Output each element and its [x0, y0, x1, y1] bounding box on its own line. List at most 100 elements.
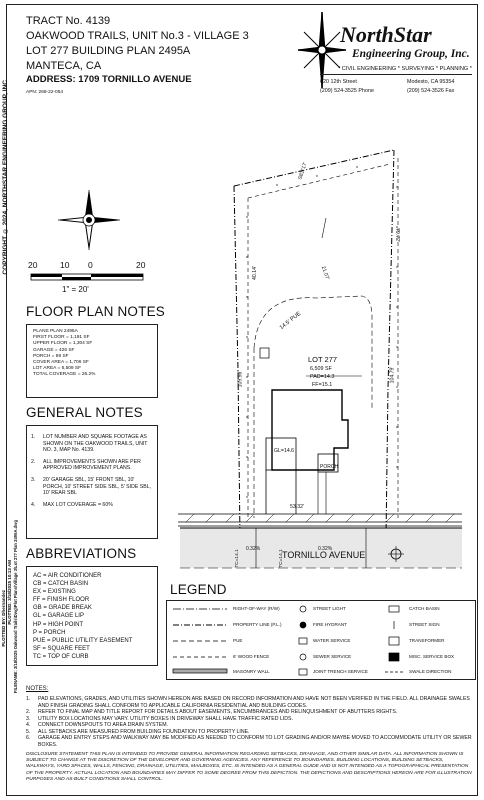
abbreviation-item: SF = SQUARE FEET: [33, 645, 90, 652]
lot-plan-title: LOT 277 BUILDING PLAN 2495A: [26, 45, 191, 57]
plotted-by-text: PLOTTED BY: Dhernandez: [1, 590, 6, 647]
abbreviation-item: GB = GRADE BREAK: [33, 605, 92, 612]
legend-item-street-sign: STREET SIGN: [409, 622, 440, 627]
note-item: 4.CONNECT DOWNSPOUTS TO AREA DRAIN SYSTE…: [26, 722, 168, 728]
svg-text:x: x: [396, 384, 398, 389]
city-name: MANTECA, CA: [26, 60, 102, 72]
company-services: * CIVIL ENGINEERING * SURVEYING * PLANNI…: [338, 66, 472, 72]
svg-text:x: x: [356, 164, 358, 169]
svg-text:x: x: [246, 214, 248, 219]
apn: APN: 268-22-054: [26, 90, 64, 95]
abbreviation-item: EX = EXISTING: [33, 589, 76, 596]
svg-text:x: x: [396, 304, 398, 309]
floor-plan-notes-list: PLANS PLAN 2495A FIRST FLOOR = 1,191 SF …: [33, 329, 95, 379]
legend-item-swale-direction: SWALE DIRECTION: [409, 669, 452, 674]
svg-text:x: x: [246, 374, 248, 379]
notes-heading: NOTES:: [26, 686, 49, 692]
legend-item-fire-hydrant: FIRE HYDRANT: [313, 622, 347, 627]
general-notes-list: 1.LOT NUMBER AND SQUARE FOOTAGE AS SHOWN…: [31, 434, 155, 508]
legend-item-catch-basin: CATCH BASIN: [409, 606, 440, 611]
svg-text:x: x: [246, 494, 248, 499]
general-notes-heading: GENERAL NOTES: [26, 405, 143, 420]
legend-item-misc-service-box: MISC. SERVICE BOX: [409, 654, 455, 659]
floor-plan-note-line: TOTAL COVERAGE = 26.2%: [33, 372, 96, 378]
subdivision-name: OAKWOOD TRAILS, UNIT No.3 - VILLAGE 3: [26, 30, 249, 42]
company-phone: (209) 524-3525 Phone: [320, 88, 374, 94]
abbreviation-item: P = PORCH: [33, 629, 66, 636]
legend-item-transformer: TRANSFORMER: [409, 638, 445, 643]
legend-item-pue: PUE: [233, 638, 243, 643]
note-item: 1.PAD ELEVATIONS, GRADES, AND UTILITIES …: [26, 696, 470, 709]
copyright-text: COPYRIGHT © 2024, NORTHSTAR ENGINEERING …: [2, 80, 9, 275]
scale-label-20-left: 20: [28, 260, 38, 270]
north-arrow-icon: [58, 190, 120, 250]
note-item: 3.UTILITY BOX LOCATIONS MAY VARY. UTILIT…: [26, 715, 293, 722]
garage-outline: [265, 437, 297, 471]
scale-label-0: 0: [88, 260, 93, 270]
legend-box: RIGHT-OF-WAY (R/W) PROPERTY LINE (P.L.) …: [166, 600, 476, 680]
svg-text:x: x: [316, 173, 318, 178]
svg-text:x: x: [396, 264, 398, 269]
plot-date-text: PLOTTED: 3/18/2025 10:13 AM: [7, 560, 12, 625]
floor-plan-notes-box: PLANS PLAN 2495A FIRST FLOOR = 1,191 SF …: [26, 324, 158, 398]
svg-text:x: x: [246, 294, 248, 299]
sheet-border: [6, 4, 478, 796]
scale-ratio: 1" = 20': [62, 285, 89, 294]
legend-item-masonry-wall: MASONRY WALL: [233, 669, 270, 674]
general-note-item: 4.MAX LOT COVERAGE = 60%: [31, 501, 113, 508]
abbreviations-heading: ABBREVIATIONS: [26, 546, 137, 561]
dim-right-upper: 79.72': [393, 228, 400, 242]
note-item: 5.ALL SETBACKS ARE MEASURED FROM BUILDIN…: [26, 728, 250, 735]
slope-2: 0.32%: [318, 546, 333, 552]
note-item: 6.GARAGE AND ENTRY STEPS AND WALKWAY MAY…: [26, 735, 472, 748]
company-city: Modesto, CA 95354: [407, 79, 455, 85]
floor-plan-note-line: PLANS PLAN 2495A: [33, 329, 78, 334]
slope-1: 0.32%: [246, 546, 261, 552]
dim-left-upper: 40.14': [251, 266, 258, 280]
frontage-dimension: 53.32': [290, 504, 304, 510]
legend-heading: LEGEND: [170, 582, 227, 597]
lot-area-label: 6,509 SF: [310, 366, 332, 372]
general-note-item: 1.LOT NUMBER AND SQUARE FOOTAGE AS SHOWN…: [31, 434, 148, 454]
floor-plan-note-line: FIRST FLOOR = 1,191 SF: [33, 335, 90, 341]
company-divider: [320, 74, 472, 75]
address: ADDRESS: 1709 TORNILLO AVENUE: [26, 74, 192, 85]
abbreviation-item: GL = GARAGE LIP: [33, 613, 84, 620]
house-footprint: [271, 389, 349, 471]
svg-text:x: x: [246, 334, 248, 339]
company-street: 620 12th Street: [320, 79, 357, 85]
svg-text:x: x: [396, 424, 398, 429]
legend-item-water-service: WATER SERVICE: [313, 638, 351, 643]
tract-number: TRACT No. 4139: [26, 15, 111, 27]
svg-text:x: x: [276, 182, 278, 187]
abbreviation-item: CB = CATCH BASIN: [33, 581, 89, 588]
legend-item-street-light: STREET LIGHT: [313, 606, 346, 611]
filename-text: FILENAME: 3/18/2025 Oakwood Trails\Dwg\P…: [13, 520, 18, 694]
legend-item-joint-trench: JOINT TRENCH SERVICE: [313, 669, 368, 674]
svg-text:x: x: [396, 224, 398, 229]
legend-symbols: [172, 605, 403, 676]
company-name-line1: NorthStar: [340, 22, 432, 47]
floor-plan-note-line: LOT AREA = 6,509 SF: [33, 366, 82, 372]
street-name: TORNILLO AVENUE: [282, 550, 366, 560]
garage-lip-elevation: GL=14.6: [274, 448, 295, 454]
svg-text:x: x: [396, 184, 398, 189]
svg-text:x: x: [396, 464, 398, 469]
legend-item-right-of-way: RIGHT-OF-WAY (R/W): [233, 606, 280, 611]
scale-bar-graphic: [30, 273, 144, 281]
abbreviation-item: PUE = PUBLIC UTILITY EASEMENT: [33, 637, 133, 644]
pad-elevation: PAD=14.3: [310, 374, 335, 380]
abbreviation-item: AC = AIR CONDITIONER: [33, 573, 102, 579]
legend-item-property-line: PROPERTY LINE (P.L.): [233, 622, 282, 627]
floor-plan-note-line: GARAGE = 426 SF: [33, 347, 75, 353]
note-item: 2.REFER TO FINAL MAP AND TITLE REPORT FO…: [26, 709, 398, 715]
svg-text:x: x: [246, 454, 248, 459]
floor-plan-notes-heading: FLOOR PLAN NOTES: [26, 304, 165, 319]
top-of-curb-1: TC=14.1: [234, 549, 240, 568]
dim-right-lower: 104.79': [389, 366, 396, 384]
porch-outline: [317, 453, 339, 473]
abbreviation-item: TC = TOP OF CURB: [33, 653, 89, 660]
floor-plan-note-line: UPPER FLOOR = 1,304 SF: [33, 341, 93, 347]
